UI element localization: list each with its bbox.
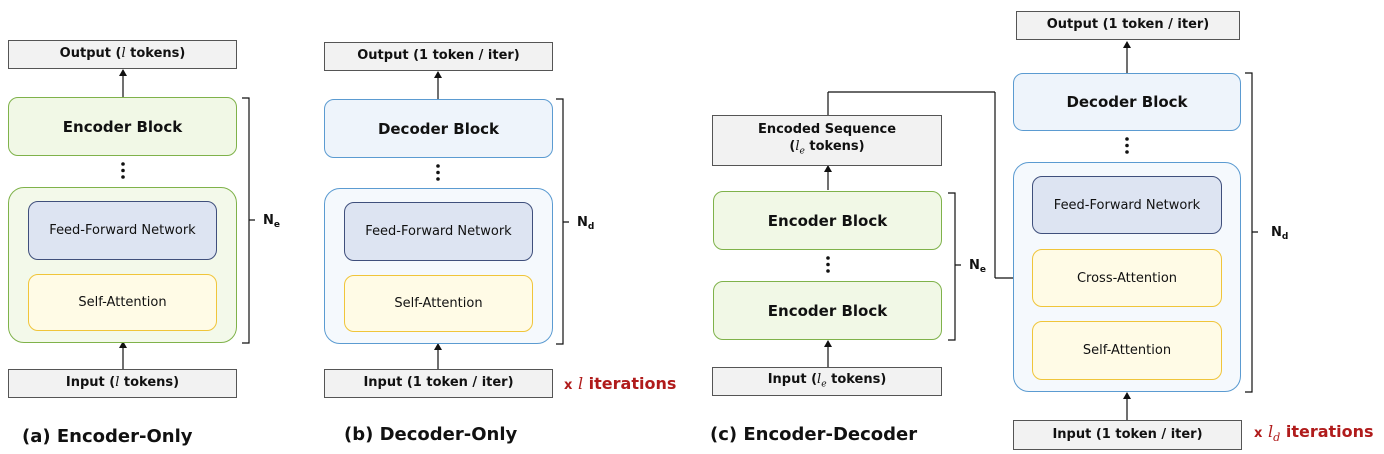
brace-c-enc: [948, 192, 961, 341]
panel-c-encoder-input: Input (le tokens): [712, 367, 942, 396]
panel-a-self-attention: Self-Attention: [28, 274, 217, 331]
panel-a-n-label: Ne: [263, 213, 280, 230]
panel-c-caption: (c) Encoder-Decoder: [710, 424, 918, 445]
panel-c-encoder-block-top: Encoder Block: [713, 191, 942, 250]
panel-c-self-attention: Self-Attention: [1032, 321, 1222, 380]
panel-c-encoder-block-bottom: Encoder Block: [713, 281, 942, 340]
panel-b-ffn: Feed-Forward Network: [344, 202, 533, 261]
dots-a: [121, 162, 125, 166]
panel-c-iterations: x ld iterations: [1254, 422, 1374, 445]
panel-c-output: Output (1 token / iter): [1016, 11, 1240, 40]
panel-b-output: Output (1 token / iter): [324, 42, 553, 71]
panel-b-iterations: x l iterations: [564, 374, 677, 393]
panel-b-input: Input (1 token / iter): [324, 369, 553, 398]
panel-c-decoder-input: Input (1 token / iter): [1013, 420, 1242, 450]
brace-a: [242, 97, 255, 344]
panel-c-encoded-sequence: Encoded Sequence(le tokens): [712, 115, 942, 166]
panel-a-encoder-block: Encoder Block: [8, 97, 237, 156]
panel-b-decoder-block: Decoder Block: [324, 99, 553, 158]
brace-b: [556, 98, 569, 345]
panel-a-input: Input (l tokens): [8, 369, 237, 398]
dots-c-dec: [1125, 137, 1129, 141]
panel-a-caption: (a) Encoder-Only: [22, 426, 193, 447]
dots-c-enc: [826, 256, 830, 260]
panel-c-cross-attention: Cross-Attention: [1032, 249, 1222, 307]
panel-b-self-attention: Self-Attention: [344, 275, 533, 332]
panel-c-n-dec-label: Nd: [1271, 225, 1289, 242]
panel-c-n-enc-label: Ne: [969, 258, 986, 275]
panel-a-output: Output (l tokens): [8, 40, 237, 69]
dots-b: [436, 164, 440, 168]
panel-b-n-label: Nd: [577, 215, 595, 232]
panel-c-decoder-block: Decoder Block: [1013, 73, 1241, 131]
brace-c-dec: [1245, 72, 1258, 393]
panel-a-ffn: Feed-Forward Network: [28, 201, 217, 260]
panel-b-caption: (b) Decoder-Only: [344, 424, 518, 445]
panel-c-ffn: Feed-Forward Network: [1032, 176, 1222, 234]
